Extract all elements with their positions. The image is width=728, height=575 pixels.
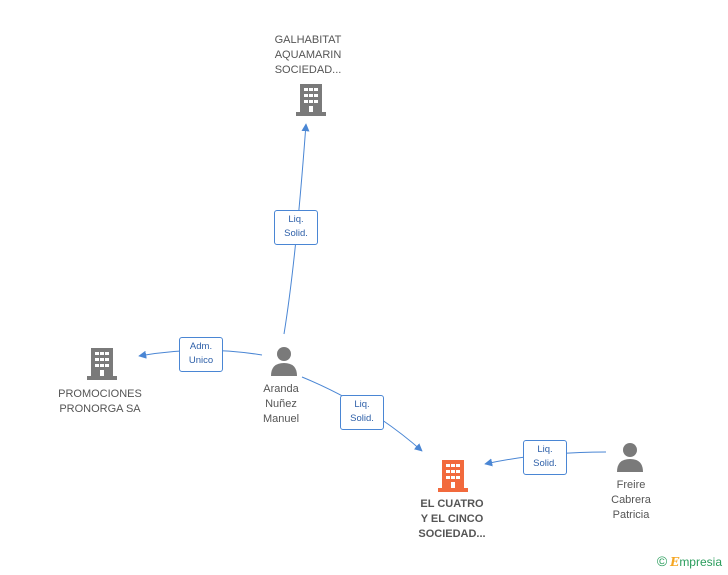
copyright-icon: ©	[656, 553, 668, 569]
building-icon[interactable]	[296, 84, 326, 116]
brand-logo: ©Empresia	[657, 553, 722, 569]
building-icon[interactable]	[87, 348, 117, 380]
node-label-galhabitat[interactable]: GALHABITAT AQUAMARIN SOCIEDAD...	[274, 34, 342, 76]
building-icon[interactable]	[438, 460, 468, 492]
edge-label-liq-solid: Liq. Solid.	[274, 210, 318, 245]
node-label-freire[interactable]: Freire Cabrera Patricia	[611, 479, 651, 521]
edge-label-adm-unico: Adm. Unico	[179, 337, 223, 372]
person-icon[interactable]	[271, 347, 297, 376]
node-label-aranda[interactable]: Aranda Nuñez Manuel	[262, 383, 300, 425]
person-icon[interactable]	[617, 443, 643, 472]
node-label-promociones[interactable]: PROMOCIONES PRONORGA SA	[58, 388, 142, 415]
brand-initial: E	[670, 555, 680, 569]
node-label-el-cuatro[interactable]: EL CUATRO Y EL CINCO SOCIEDAD...	[418, 498, 486, 540]
edge-label-liq-solid: Liq. Solid.	[340, 395, 384, 430]
brand-name: mpresia	[679, 555, 722, 569]
edge-label-liq-solid: Liq. Solid.	[523, 440, 567, 475]
